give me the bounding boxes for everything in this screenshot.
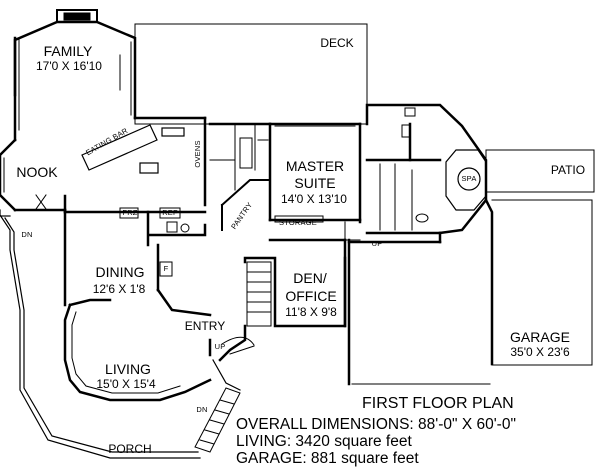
spa-label: SPA bbox=[461, 174, 477, 183]
dining-label: DINING bbox=[95, 264, 145, 280]
garage-walls bbox=[347, 198, 494, 386]
f-label: F bbox=[163, 264, 169, 273]
master-label: MASTER bbox=[285, 158, 345, 174]
deck-label: DECK bbox=[320, 36, 354, 50]
eating-bar bbox=[81, 124, 185, 174]
family-label: FAMILY bbox=[43, 43, 93, 59]
living-walls bbox=[63, 298, 212, 402]
living-label: LIVING bbox=[105, 361, 151, 377]
porch-label: PORCH bbox=[108, 442, 152, 456]
entry-label: ENTRY bbox=[184, 319, 226, 333]
porch-outline bbox=[0, 209, 241, 459]
master-label-2: SUITE bbox=[294, 175, 336, 191]
dn-label-porch: DN bbox=[196, 405, 208, 414]
ovens-label: OVENS bbox=[193, 140, 203, 168]
kitchen-walls bbox=[133, 116, 272, 222]
den-label-2: OFFICE bbox=[285, 288, 337, 304]
up-label-entry: UP bbox=[214, 342, 226, 351]
garage-label: GARAGE bbox=[510, 329, 570, 345]
den-walls bbox=[243, 238, 347, 328]
family-dims: 17'0 X 16'10 bbox=[36, 59, 102, 73]
master-dims: 14'0 X 13'10 bbox=[281, 192, 347, 206]
porch-steps bbox=[194, 387, 241, 453]
up-label-garage: UP bbox=[371, 239, 383, 248]
dining-dims: 12'6 X 1'8 bbox=[92, 282, 146, 296]
dining-walls bbox=[63, 208, 207, 307]
chimney bbox=[56, 9, 98, 23]
dn-label-nook: DN bbox=[21, 230, 33, 239]
den-dims: 11'8 X 9'8 bbox=[285, 305, 337, 319]
master-suite-walls bbox=[268, 122, 362, 224]
spa-tub bbox=[445, 149, 487, 211]
ref-label: REF bbox=[162, 208, 178, 217]
garage-dims: 35'0 X 23'6 bbox=[510, 345, 570, 359]
nook-label: NOOK bbox=[16, 164, 58, 180]
frz-label: FRZ bbox=[122, 208, 138, 217]
family-room-walls bbox=[13, 20, 137, 142]
overall-dimensions: OVERALL DIMENSIONS: 88'-0" X 60'-0" bbox=[236, 416, 516, 433]
storage-label: STORAGE bbox=[279, 218, 317, 227]
living-dims: 15'0 X 15'4 bbox=[96, 377, 156, 391]
patio-label: PATIO bbox=[550, 163, 586, 177]
entry-walls bbox=[156, 288, 247, 362]
pantry-walls bbox=[220, 179, 271, 231]
living-area: LIVING: 3420 square feet bbox=[236, 433, 412, 450]
den-stairs bbox=[246, 261, 272, 327]
master-bath-walls bbox=[365, 103, 488, 235]
patio-outline bbox=[485, 149, 595, 193]
plan-title: FIRST FLOOR PLAN bbox=[362, 395, 514, 412]
den-label: DEN/ bbox=[293, 270, 327, 286]
garage-area: GARAGE: 881 square feet bbox=[236, 450, 419, 467]
